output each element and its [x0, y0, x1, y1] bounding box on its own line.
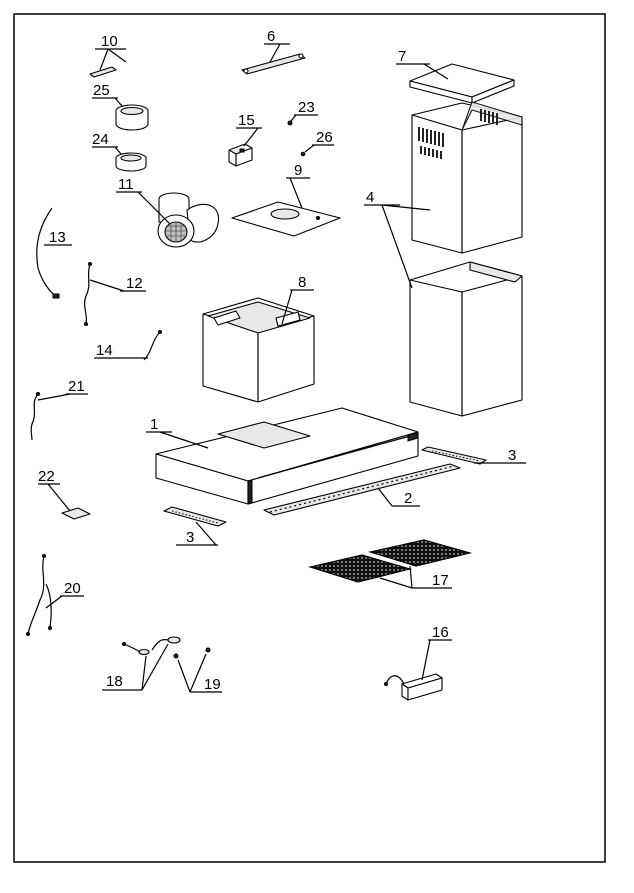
part-18-lamp-holders: [102, 636, 181, 691]
label-17: 17: [432, 572, 449, 589]
part-8-box: [202, 289, 315, 403]
part-2-trim: [263, 463, 461, 516]
part-6-bracket: [241, 43, 306, 75]
part-21-wire: [30, 392, 88, 441]
label-16: 16: [432, 624, 449, 641]
part-22-clip: [38, 483, 91, 520]
label-6: 6: [267, 28, 275, 45]
label-3-left: 3: [186, 529, 194, 546]
part-3-rail-left: [163, 506, 227, 546]
label-22: 22: [38, 468, 55, 485]
label-9: 9: [294, 162, 302, 179]
label-14: 14: [96, 342, 113, 359]
part-4-chimney-lower: [364, 204, 523, 417]
part-15-switch: [228, 127, 262, 167]
part-14-wire: [94, 330, 162, 361]
label-3-right: 3: [508, 447, 516, 464]
label-21: 21: [68, 378, 85, 395]
label-10: 10: [101, 33, 118, 50]
label-24: 24: [92, 131, 109, 148]
part-13-cable: [36, 207, 72, 299]
part-10-bracket: [89, 48, 127, 78]
part-3-rail-right: [421, 446, 526, 465]
label-13: 13: [49, 229, 66, 246]
label-2: 2: [404, 490, 412, 507]
part-16-lamp-module: [384, 639, 452, 701]
diagram-border: [13, 13, 606, 863]
part-23-screw: [287, 114, 318, 126]
part-9-plate: [231, 177, 341, 237]
label-11: 11: [118, 176, 134, 193]
label-8: 8: [298, 274, 306, 291]
part-26-screw: [300, 144, 334, 157]
label-20: 20: [64, 580, 81, 597]
label-4: 4: [366, 189, 374, 206]
label-19: 19: [204, 676, 221, 693]
label-15: 15: [238, 112, 255, 129]
part-7-top-plate: [396, 63, 515, 104]
label-26: 26: [316, 129, 333, 146]
label-7: 7: [398, 48, 406, 65]
label-23: 23: [298, 99, 315, 116]
part-11-blower: [116, 191, 220, 248]
part-12-wire: [83, 262, 146, 326]
label-18: 18: [106, 673, 123, 690]
label-1: 1: [150, 416, 158, 433]
part-19-screws: [173, 647, 222, 693]
label-25: 25: [93, 82, 110, 99]
part-24-ring: [92, 146, 147, 172]
part-1-hood-body: [146, 407, 419, 505]
part-17-filters: [307, 539, 473, 589]
part-20-wire-harness: [26, 554, 84, 636]
part-4-chimney-upper: [411, 101, 523, 254]
part-25-collar: [92, 97, 149, 131]
label-12: 12: [126, 275, 143, 292]
